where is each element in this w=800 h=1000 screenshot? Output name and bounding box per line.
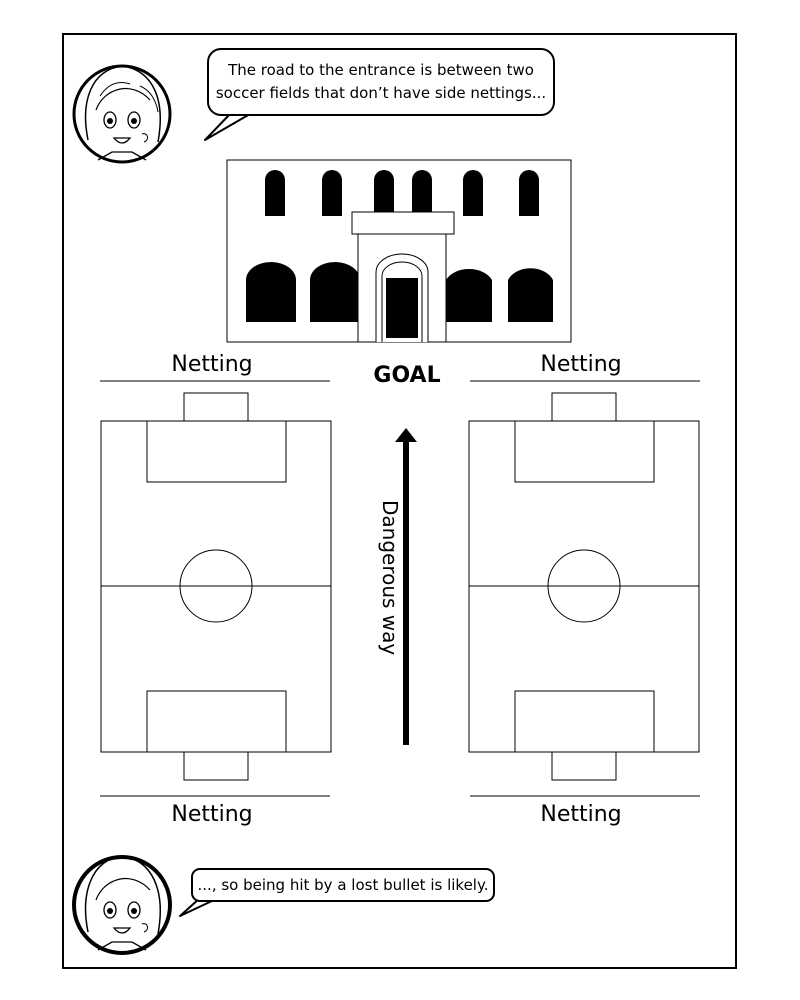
goal-label: GOAL: [373, 363, 441, 388]
school-building: [226, 159, 572, 343]
soccer-field-left: [100, 392, 332, 781]
character-avatar-top: [72, 64, 172, 164]
soccer-field-right: [468, 392, 700, 781]
netting-label-top-right: Netting: [540, 352, 622, 377]
netting-label-top-left: Netting: [171, 352, 253, 377]
speech-bubble-bottom: ..., so being hit by a lost bullet is li…: [191, 868, 495, 902]
netting-label-bottom-left: Netting: [171, 802, 253, 827]
netting-label-bottom-right: Netting: [540, 802, 622, 827]
path-arrow: [395, 428, 417, 745]
speech-tail-top: [204, 113, 251, 141]
comic-panel: [62, 33, 737, 969]
speech-bubble-top: The road to the entrance is between two …: [207, 48, 555, 116]
character-avatar-bottom: [72, 855, 172, 955]
dangerous-way-label: Dangerous way: [378, 500, 402, 656]
speech-text-top: The road to the entrance is between two …: [215, 61, 547, 102]
speech-text-bottom: ..., so being hit by a lost bullet is li…: [197, 876, 489, 894]
